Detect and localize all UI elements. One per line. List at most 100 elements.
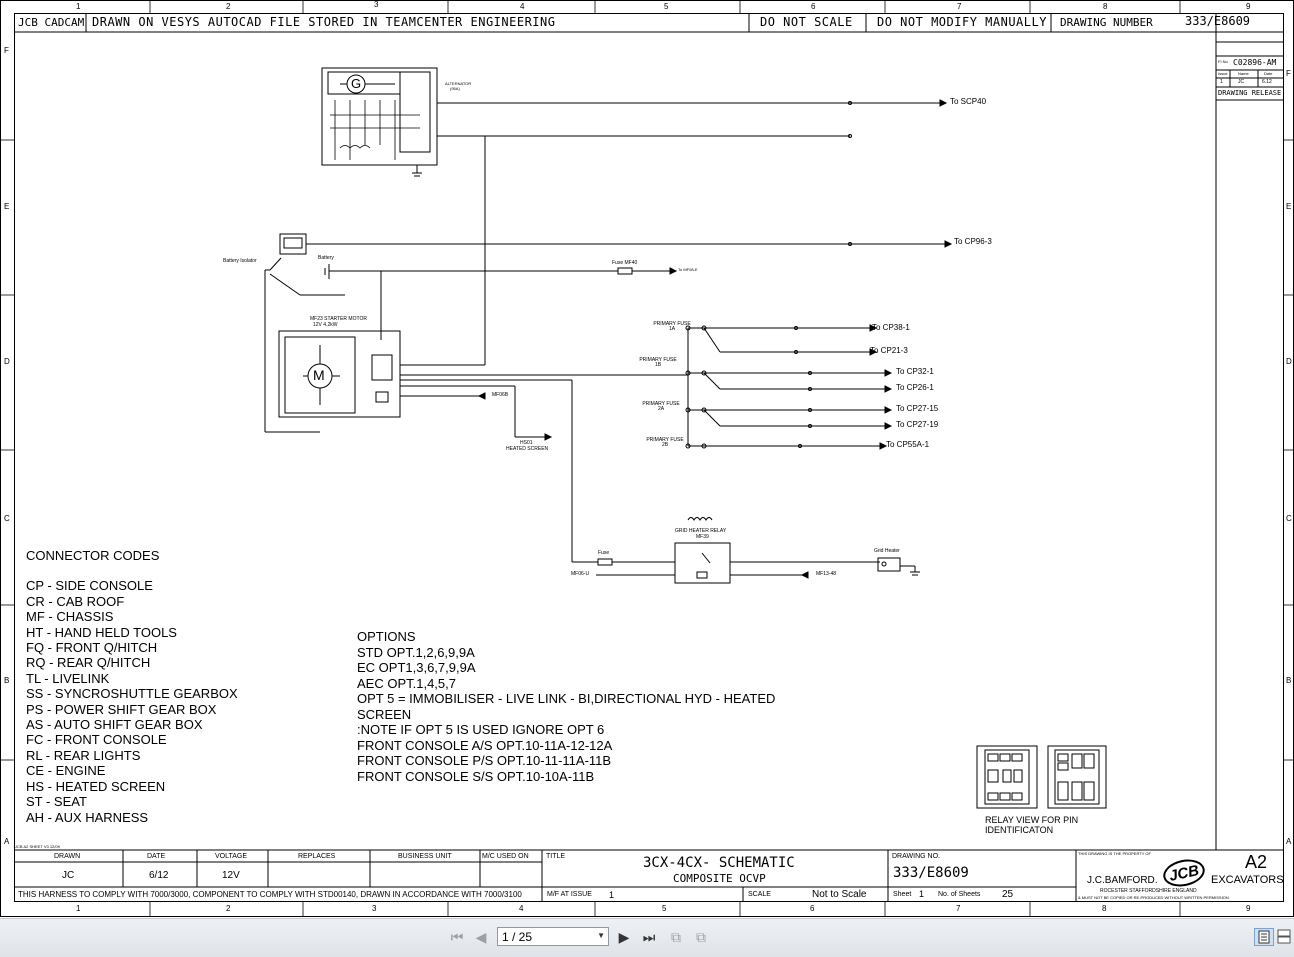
alternator-symbol: G — [351, 76, 362, 91]
chevron-down-icon: ▼ — [597, 931, 605, 940]
sheet-number: 1 — [919, 889, 925, 899]
option-line: AEC OPT.1,4,5,7 — [357, 675, 456, 691]
compliance-note: THIS HARNESS TO COMPLY WITH 7000/3000, C… — [18, 890, 522, 899]
column-number: 1 — [76, 2, 81, 11]
option-line: SCREEN — [357, 706, 412, 722]
title-label: TITLE — [546, 853, 566, 860]
connector-codes: CONNECTOR CODES CP - SIDE CONSOLE CR - C… — [26, 548, 238, 825]
fit-width-button[interactable]: ⧉ — [691, 927, 711, 947]
connector-code: HT - HAND HELD TOOLS — [26, 624, 177, 640]
issue-label: Issue — [1218, 71, 1228, 76]
connector-code: MF - CHASSIS — [26, 609, 114, 625]
cadcam-label: JCB CADCAM — [18, 16, 85, 29]
row-letter: D — [4, 357, 10, 366]
fi-number: C02896-AM — [1233, 58, 1277, 67]
last-page-button[interactable]: ⏭ — [639, 927, 659, 947]
sheets-label: No. of Sheets — [938, 891, 981, 898]
drawn-note: DRAWN ON VESYS AUTOCAD FILE STORED IN TE… — [92, 15, 556, 29]
relay-identification-label: IDENTIFICATON — [985, 825, 1054, 835]
to-cp27-19: To CP27-19 — [896, 420, 939, 429]
connector-code: AH - AUX HARNESS — [26, 809, 149, 825]
previous-page-button[interactable]: ◀ — [471, 927, 491, 947]
to-cp55a: To CP55A-1 — [886, 440, 930, 449]
primary-fuse-2b: PRIMARY FUSE 2B — [646, 437, 684, 448]
row-letter: E — [4, 202, 10, 211]
column-number: 2 — [226, 904, 231, 913]
row-letter: F — [1286, 69, 1291, 78]
row-letter: C — [1286, 514, 1292, 523]
next-page-button[interactable]: ▶ — [614, 927, 634, 947]
primary-fuse-1a: PRIMARY FUSE 1A — [653, 321, 691, 332]
fit-width-icon: ⧉ — [696, 928, 706, 945]
replaces-label: REPLACES — [298, 853, 336, 860]
starter-motor-label: MF23 STARTER MOTOR — [310, 316, 367, 322]
options-block: OPTIONS STD OPT.1,2,6,9,9A EC OPT1,3,6,7… — [357, 629, 775, 784]
single-page-view-icon — [1258, 930, 1270, 944]
to-cp27-15: To CP27-15 — [896, 404, 939, 413]
connector-code: PS - POWER SHIFT GEAR BOX — [26, 701, 217, 717]
column-number: 9 — [1246, 904, 1251, 913]
column-number: 5 — [662, 904, 667, 913]
row-letter: F — [4, 46, 9, 55]
connector-code: CE - ENGINE — [26, 763, 106, 779]
fit-page-icon: ⧉ — [671, 928, 681, 945]
alternator-rating: (95A) — [450, 86, 460, 91]
division-name: EXCAVATORS — [1211, 874, 1284, 886]
connector-code: AS - AUTO SHIFT GEAR BOX — [26, 717, 203, 733]
fit-page-button[interactable]: ⧉ — [666, 927, 686, 947]
mf-at-issue-label: M/F AT ISSUE — [547, 891, 592, 898]
connector-code: HS - HEATED SCREEN — [26, 778, 166, 794]
primary-fuse-1b: PRIMARY FUSE 1B — [639, 357, 677, 368]
scale-label: SCALE — [748, 891, 771, 898]
option-line: OPT 5 = IMMOBILISER - LIVE LINK - BI,DIR… — [357, 691, 776, 706]
connector-code: RL - REAR LIGHTS — [26, 747, 141, 763]
to-cp26: To CP26-1 — [896, 383, 934, 392]
connector-code: FQ - FRONT Q/HITCH — [26, 640, 158, 656]
drawing-no-value: 333/E8609 — [893, 865, 969, 881]
drawing-title-line2: COMPOSITE OCVP — [673, 872, 766, 885]
column-number: 8 — [1103, 2, 1108, 11]
hs01-label: HS01 — [520, 440, 533, 446]
connector-code: FC - FRONT CONSOLE — [26, 732, 167, 748]
page-indicator: 1 / 25 — [502, 929, 533, 944]
mf-at-issue-value: 1 — [609, 890, 615, 900]
option-line: FRONT CONSOLE P/S OPT.10-11-11A-11B — [357, 753, 612, 768]
column-number: 5 — [664, 2, 669, 11]
mf39-label: MF39 — [696, 534, 709, 540]
viewer-toolbar: ⏮ ◀ 1 / 25 ▼ ▶ ⏭ ⧉ ⧉ — [0, 918, 1294, 957]
continuous-view-button[interactable] — [1275, 928, 1294, 946]
grid-heater-label: Grid Heater — [874, 548, 900, 554]
column-number: 6 — [811, 2, 816, 11]
first-page-button[interactable]: ⏮ — [447, 927, 467, 947]
connector-code: TL - LIVELINK — [26, 670, 110, 686]
page-selector[interactable]: 1 / 25 ▼ — [497, 927, 609, 946]
to-mf08: To MF08-E — [678, 267, 698, 272]
row-letter: E — [1286, 202, 1292, 211]
column-number: 4 — [520, 2, 525, 11]
last-page-icon: ⏭ — [642, 928, 656, 945]
sheet-size: A2 — [1245, 852, 1268, 872]
do-not-modify: DO NOT MODIFY MANUALLY — [877, 15, 1047, 29]
column-number: 3 — [374, 0, 379, 9]
column-number: 8 — [1102, 904, 1107, 913]
mf06b-label: MF06B — [492, 392, 509, 398]
row-letter: C — [4, 514, 10, 523]
sheets-total: 25 — [1002, 889, 1014, 900]
name-label: Name — [1238, 71, 1249, 76]
copy-note: & MUST NOT BE COPIED OR RE-PRODUCED WITH… — [1078, 895, 1229, 900]
to-cp21: To CP21-3 — [870, 346, 908, 355]
property-note: THIS DRAWING IS THE PROPERTY OF — [1078, 851, 1151, 856]
connector-code: SS - SYNCROSHUTTLE GEARBOX — [26, 686, 238, 702]
mf13-48-label: MF13-48 — [816, 571, 837, 577]
voltage-label: VOLTAGE — [215, 853, 248, 860]
jcb-logo-text: JCB — [1167, 861, 1201, 885]
column-number: 6 — [810, 904, 815, 913]
option-line: FRONT CONSOLE A/S OPT.10-11A-12-12A — [357, 737, 613, 753]
scale-value: Not to Scale — [812, 889, 867, 900]
single-page-view-button[interactable] — [1254, 928, 1274, 946]
row-letter: B — [4, 676, 10, 685]
to-cp32: To CP32-1 — [896, 367, 934, 376]
primary-fuse-2a: PRIMARY FUSE 2A — [642, 401, 680, 412]
connector-codes-title: CONNECTOR CODES — [26, 548, 160, 563]
voltage-value: 12V — [222, 870, 240, 881]
